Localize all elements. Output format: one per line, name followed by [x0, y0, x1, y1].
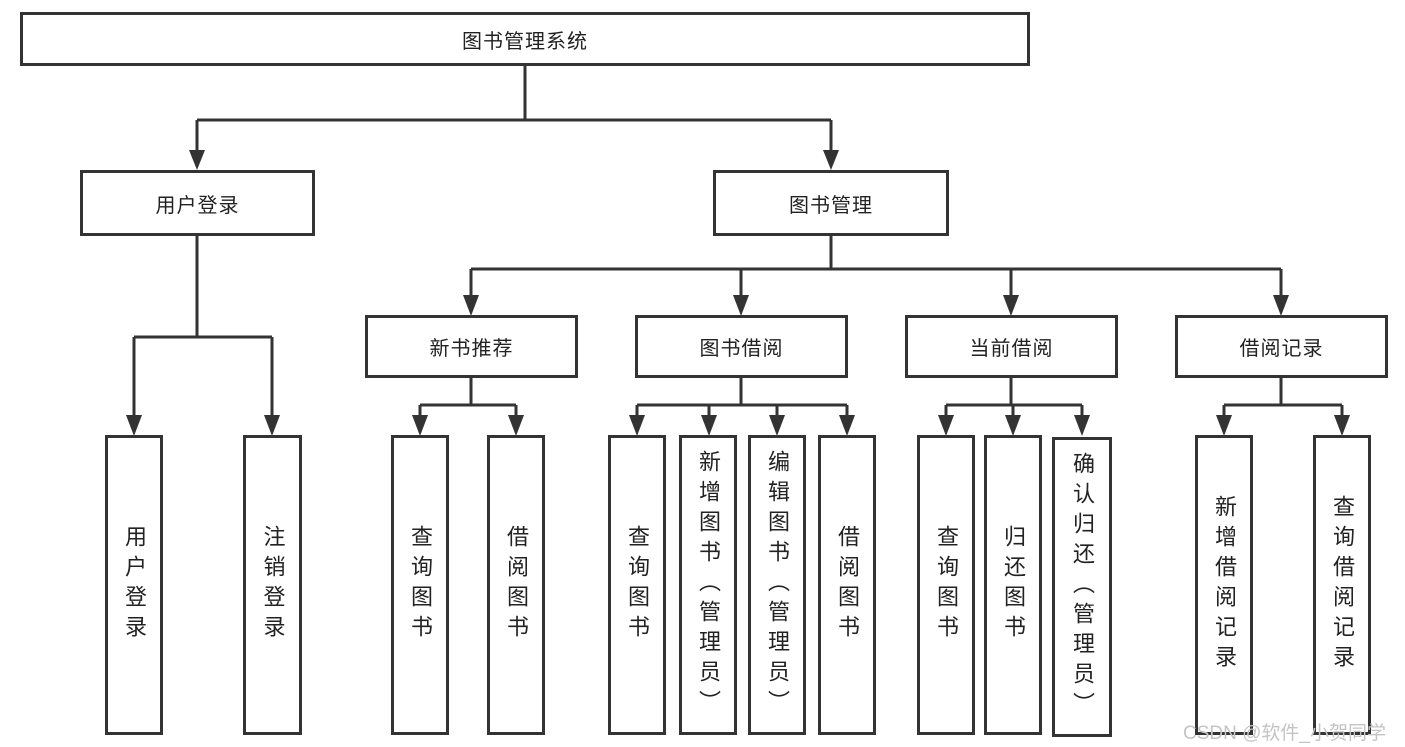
leaf-records-query-record-label: 查询借阅记录: [1330, 495, 1355, 675]
leaf-records-query-record: 查询借阅记录: [1313, 435, 1371, 735]
leaf-recommend-borrow-books: 借阅图书: [487, 435, 545, 735]
connector-borrowing-records: [1216, 378, 1350, 436]
leaf-recommend-query-books: 查询图书: [391, 435, 449, 735]
leaf-borrow-query-books-label: 查询图书: [625, 525, 650, 645]
arrow-down-icon: [733, 295, 749, 316]
arrow-down-icon: [1005, 415, 1021, 436]
arrow-down-icon: [769, 415, 785, 436]
arrow-down-icon: [1273, 295, 1289, 316]
node-borrowing-records-label: 借阅记录: [1239, 338, 1324, 360]
leaf-records-add-record: 新增借阅记录: [1195, 435, 1253, 735]
leaf-user-login-label: 用户登录: [122, 525, 147, 645]
arrow-down-icon: [1003, 295, 1019, 316]
node-new-book-recommendation-label: 新书推荐: [429, 338, 514, 360]
node-root: 图书管理系统: [20, 12, 1030, 66]
leaf-borrow-query-books: 查询图书: [608, 435, 666, 735]
arrow-down-icon: [508, 415, 524, 436]
node-book-management-label: 图书管理: [789, 194, 873, 217]
node-current-borrowing: 当前借阅: [905, 315, 1118, 378]
arrow-down-icon: [629, 415, 645, 436]
arrow-down-icon: [463, 295, 479, 316]
leaf-borrow-borrow-books: 借阅图书: [818, 435, 876, 735]
connector-user-login: [126, 236, 280, 436]
leaf-logout: 注销登录: [243, 435, 302, 735]
leaf-current-query-books: 查询图书: [917, 435, 975, 735]
leaf-logout-label: 注销登录: [260, 525, 286, 645]
leaf-current-query-books-label: 查询图书: [934, 525, 959, 645]
node-book-management: 图书管理: [713, 170, 949, 236]
connector-book-borrowing: [629, 378, 855, 436]
leaf-current-confirm-return-admin: 确认归还（管理员）: [1052, 437, 1112, 737]
leaf-recommend-borrow-books-label: 借阅图书: [504, 525, 529, 645]
arrow-down-icon: [126, 415, 142, 436]
node-user-login-label: 用户登录: [155, 194, 240, 217]
connector-book-management: [463, 236, 1289, 316]
connector-root: [189, 66, 839, 170]
leaf-current-return-books: 归还图书: [984, 435, 1042, 735]
leaf-borrow-add-books-admin-label: 新增图书（管理员）: [696, 450, 721, 720]
arrow-down-icon: [1334, 415, 1350, 436]
arrow-down-icon: [839, 415, 855, 436]
leaf-current-return-books-label: 归还图书: [1001, 525, 1026, 645]
leaf-borrow-borrow-books-label: 借阅图书: [835, 525, 860, 645]
leaf-recommend-query-books-label: 查询图书: [408, 525, 433, 645]
arrow-down-icon: [1216, 415, 1232, 436]
arrow-down-icon: [701, 415, 717, 436]
leaf-records-add-record-label: 新增借阅记录: [1212, 495, 1237, 675]
arrow-down-icon: [412, 415, 428, 436]
node-new-book-recommendation: 新书推荐: [365, 315, 578, 378]
node-root-label: 图书管理系统: [462, 30, 588, 53]
node-book-borrowing: 图书借阅: [635, 315, 848, 378]
arrow-down-icon: [1074, 415, 1090, 436]
leaf-user-login: 用户登录: [105, 435, 163, 735]
node-book-borrowing-label: 图书借阅: [699, 338, 784, 360]
watermark: CSDN @软件_小贺同学: [1183, 723, 1386, 744]
arrow-down-icon: [823, 150, 839, 170]
arrow-down-icon: [189, 150, 205, 170]
connector-new-book-recommendation: [412, 378, 524, 436]
arrow-down-icon: [264, 415, 280, 436]
leaf-borrow-edit-books-admin: 编辑图书（管理员）: [748, 435, 806, 735]
leaf-borrow-add-books-admin: 新增图书（管理员）: [679, 435, 737, 735]
arrow-down-icon: [938, 415, 954, 436]
node-current-borrowing-label: 当前借阅: [969, 338, 1054, 360]
leaf-borrow-edit-books-admin-label: 编辑图书（管理员）: [765, 450, 790, 720]
node-borrowing-records: 借阅记录: [1175, 315, 1388, 378]
leaf-current-confirm-return-admin-label: 确认归还（管理员）: [1070, 452, 1095, 722]
connector-current-borrowing: [938, 378, 1090, 436]
node-user-login: 用户登录: [80, 170, 315, 236]
